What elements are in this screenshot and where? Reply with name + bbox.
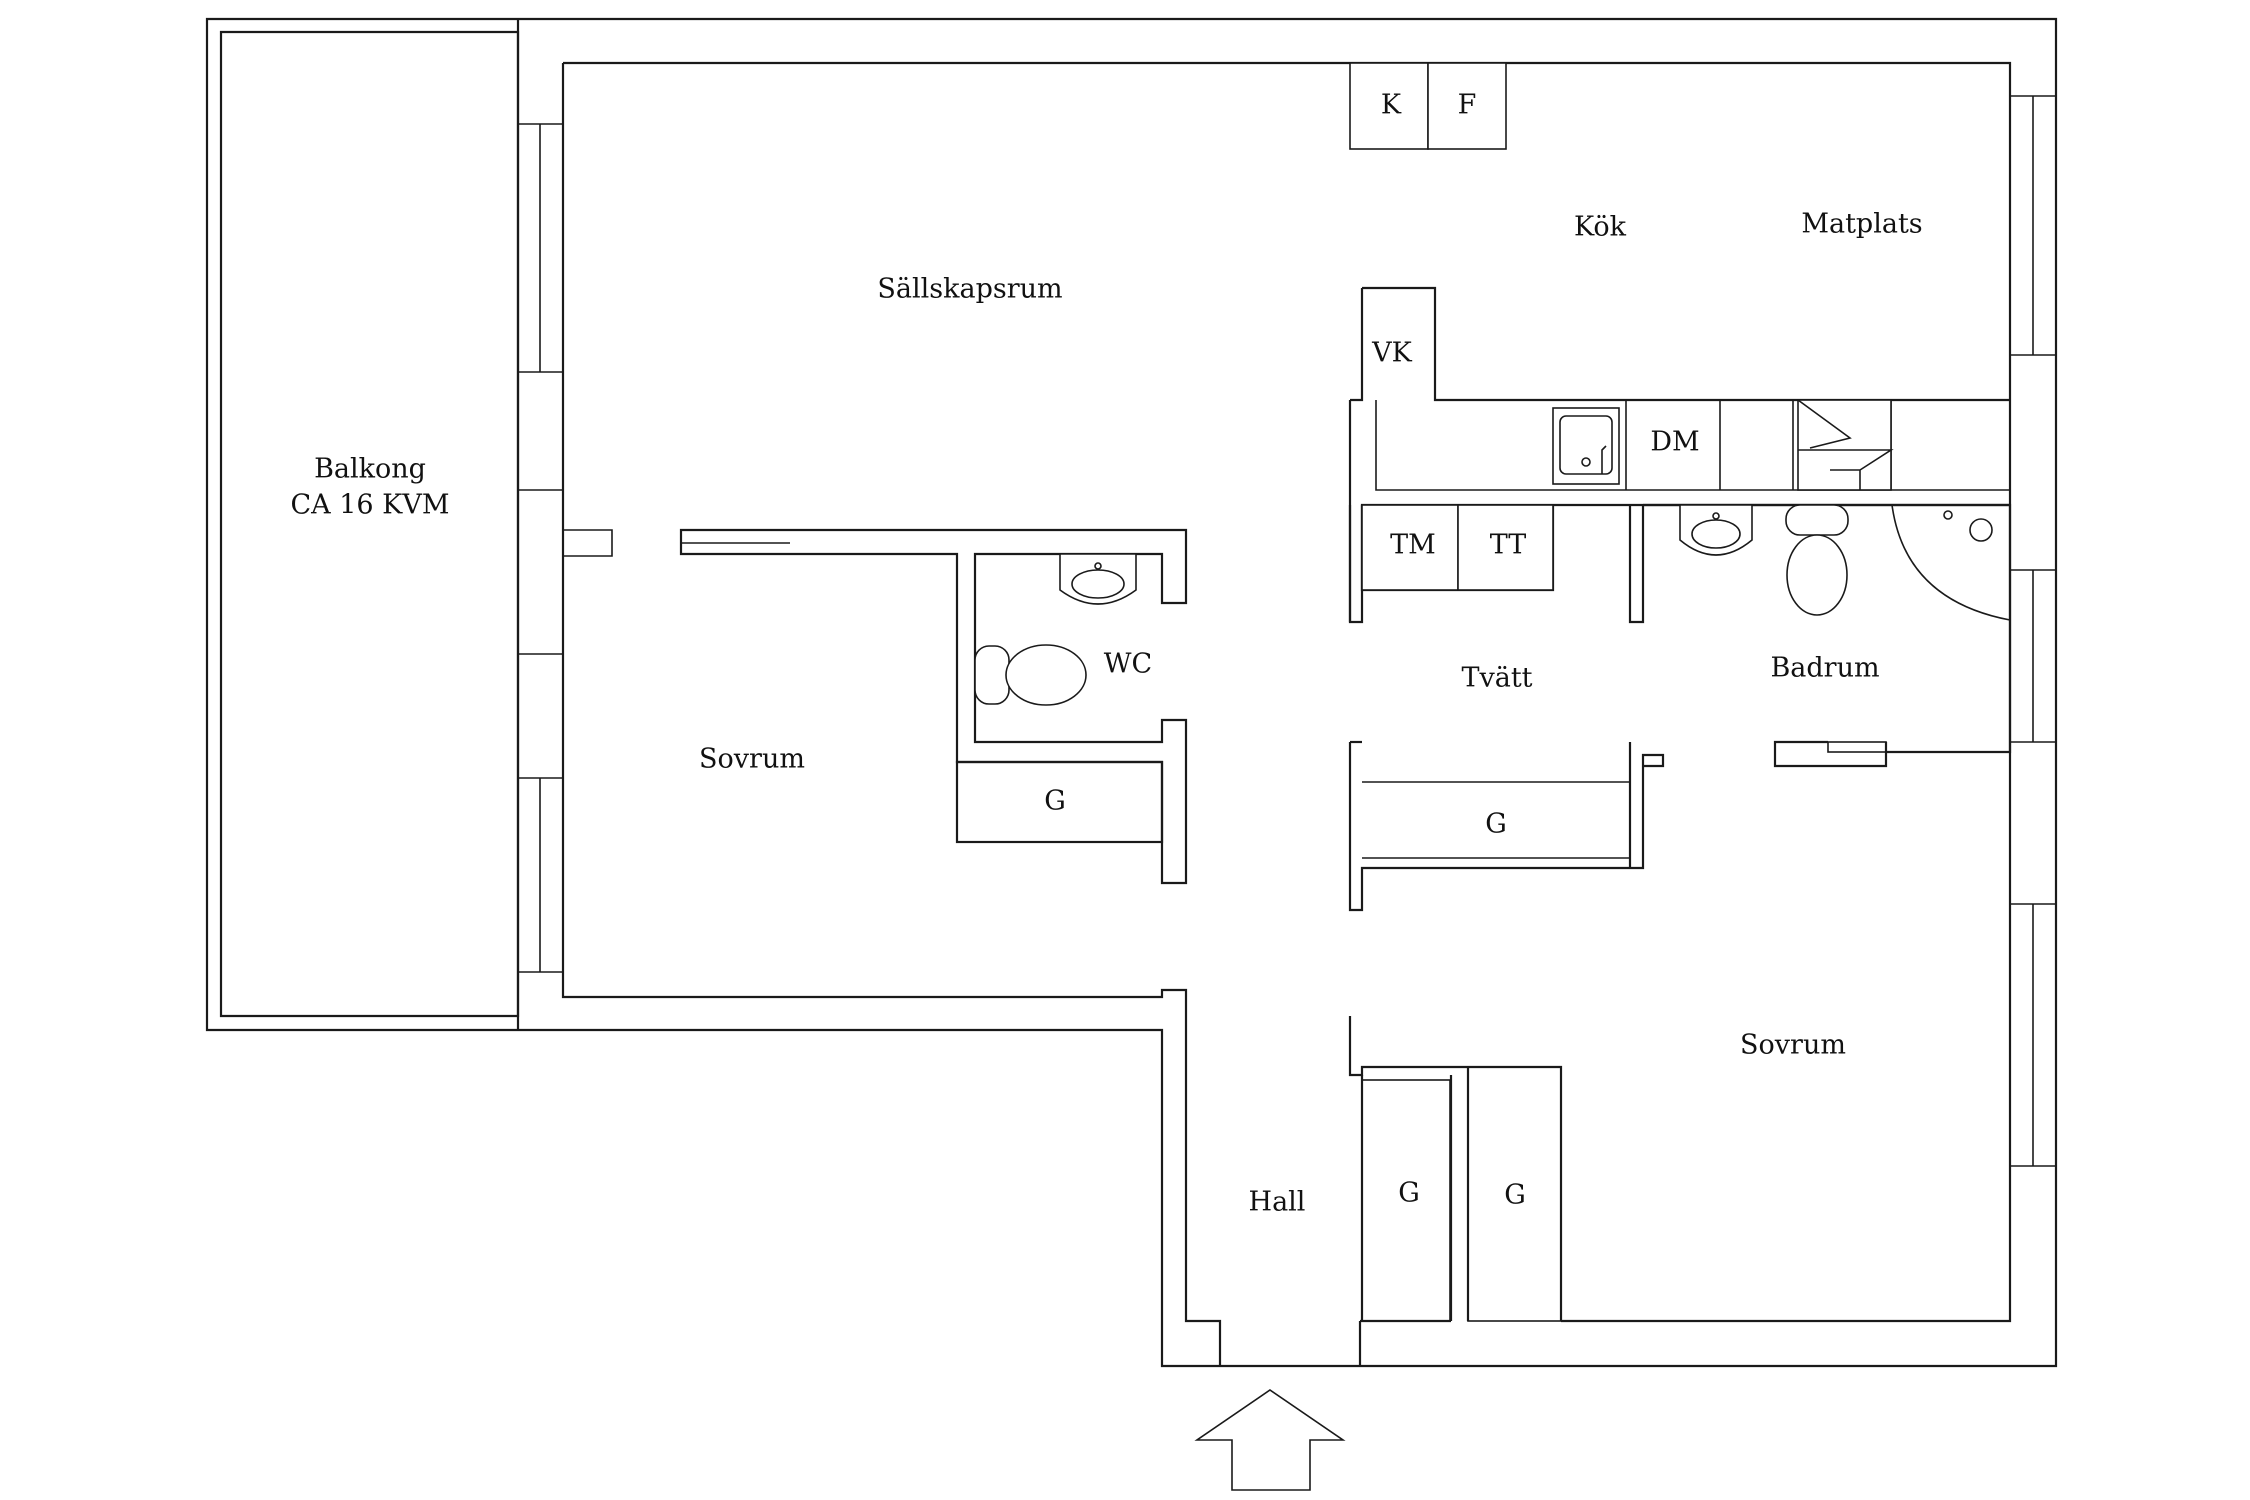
bathroom (1643, 503, 2012, 768)
up-arrow-icon (1194, 1389, 1346, 1491)
room-label-balkong-area: CA 16 KVM (291, 490, 450, 521)
sink-icon (1552, 407, 1620, 485)
windows-right (2010, 95, 2056, 1167)
toilet-icon (1785, 504, 1849, 616)
balcony (219, 19, 613, 1030)
laundry (1348, 504, 1665, 912)
fixture-label-g-wc: G (1044, 786, 1066, 817)
room-label-sallskapsrum: Sällskapsrum (877, 274, 1062, 305)
room-label-sovrum-left: Sovrum (699, 744, 805, 775)
room-label-sovrum-right: Sovrum (1740, 1030, 1846, 1061)
kitchen (1348, 62, 2010, 624)
room-label-matplats: Matplats (1801, 209, 1922, 240)
outer-walls (205, 17, 2058, 1368)
room-labels: Balkong CA 16 KVM Sällskapsrum Kök Matpl… (291, 209, 1923, 1218)
fixture-label-f: F (1458, 90, 1477, 121)
shower-icon (1891, 504, 2011, 621)
room-label-balkong: Balkong (314, 454, 426, 485)
toilet-icon (974, 644, 1087, 706)
room-label-kok: Kök (1574, 212, 1627, 243)
sink-icon (1059, 553, 1137, 605)
wc (679, 528, 1188, 885)
fixture-label-vk: VK (1371, 338, 1412, 369)
stove-icon (1797, 399, 1894, 491)
fixture-label-g-hall-1: G (1398, 1178, 1420, 1209)
fixture-label-tt: TT (1490, 530, 1527, 561)
fixture-label-dm: DM (1650, 427, 1699, 458)
room-label-wc: WC (1104, 649, 1152, 680)
fixture-label-k: K (1381, 90, 1402, 121)
sink-icon (1679, 504, 1753, 556)
fixture-label-g-tvatt: G (1485, 809, 1507, 840)
fixture-label-g-hall-2: G (1504, 1180, 1526, 1211)
room-label-hall: Hall (1249, 1187, 1306, 1218)
fixture-labels: K F VK DM TM TT G G G G (1044, 90, 1699, 1211)
room-label-badrum: Badrum (1770, 653, 1879, 684)
room-label-tvatt: Tvätt (1461, 663, 1532, 694)
hall-storage (1348, 1016, 1563, 1322)
fixture-label-tm: TM (1390, 530, 1436, 561)
